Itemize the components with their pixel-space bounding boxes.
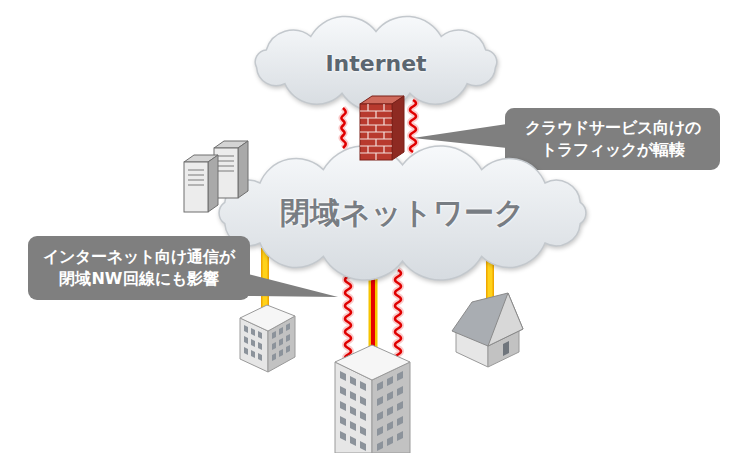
building-windows — [244, 323, 290, 361]
node-text: 閉域ネットワーク — [280, 193, 525, 234]
traffic-wave — [410, 100, 416, 152]
node-text: クラウドサービス向けの トラフィックが輻輳 — [513, 117, 712, 160]
connector-group — [341, 108, 345, 148]
house-door — [503, 341, 509, 356]
server-front — [214, 148, 238, 198]
house-gable — [488, 293, 523, 346]
wave-glow — [395, 270, 401, 361]
cloud-shape — [219, 146, 586, 280]
server-side — [238, 141, 248, 198]
callout-box: クラウドサービス向けの トラフィックが輻輳 — [505, 108, 720, 170]
server-front — [184, 162, 208, 212]
callout-box: インターネット向け通信が 閉域NW回線にも影響 — [28, 236, 250, 300]
firewall-front — [360, 104, 392, 160]
cloud-node: 閉域ネットワーク — [200, 148, 605, 278]
callout-pointer — [248, 274, 338, 297]
node-text: インターネット向け通信が 閉域NW回線にも影響 — [36, 246, 242, 289]
cloud-node: Internet — [242, 18, 510, 108]
server-slots — [218, 156, 234, 171]
wave-glow — [410, 100, 416, 152]
firewall-bricks — [360, 104, 392, 160]
traffic-wave — [395, 270, 401, 361]
connector-glow — [341, 108, 345, 148]
traffic-connector — [341, 108, 345, 148]
server-top — [184, 155, 218, 162]
server-top — [214, 141, 248, 148]
house-roof — [452, 293, 523, 346]
cloud-shape — [255, 16, 496, 111]
server-side — [208, 155, 218, 212]
building-windows — [340, 371, 403, 451]
firewall-top — [360, 96, 404, 104]
server-slots — [188, 170, 204, 185]
wave-glow — [345, 270, 351, 361]
firewall-side — [392, 96, 404, 160]
access-line-outer — [261, 248, 269, 312]
traffic-wave — [345, 270, 351, 361]
callout-pointer — [413, 124, 507, 148]
node-text: Internet — [325, 51, 426, 76]
access-line — [263, 248, 268, 312]
